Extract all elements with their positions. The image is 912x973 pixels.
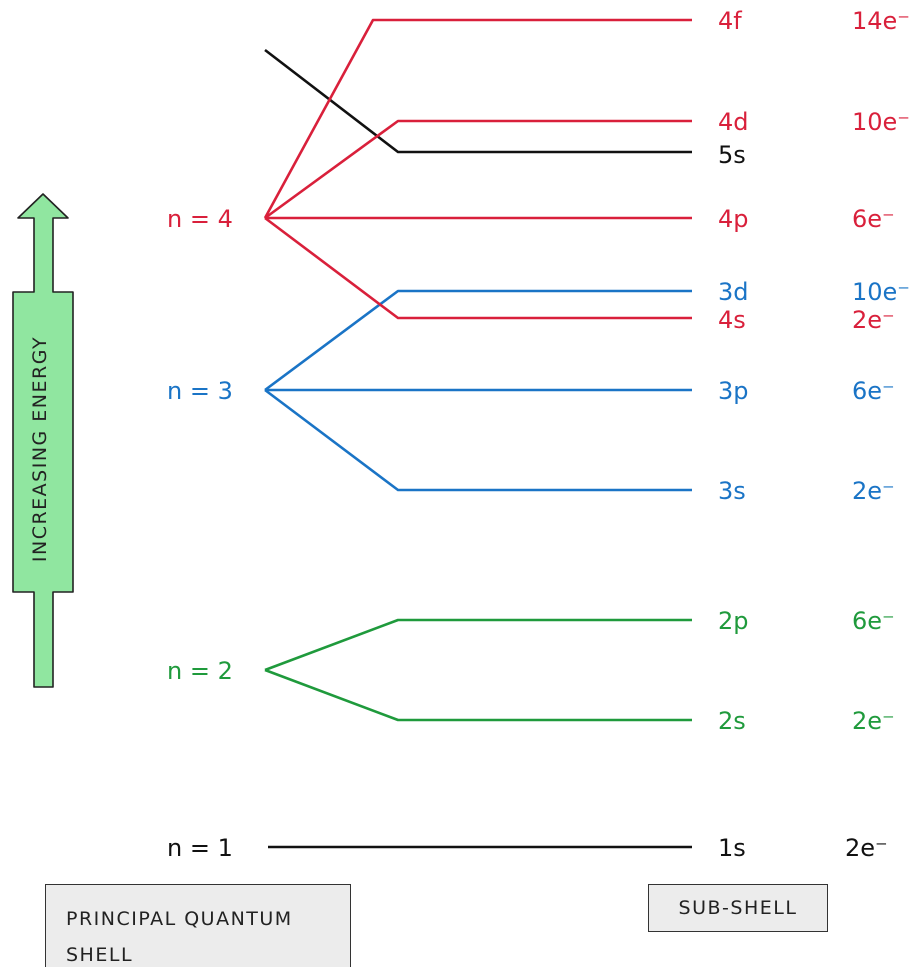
subshell-label-4s: 4s bbox=[718, 306, 746, 334]
principal-quantum-shell-box: PRINCIPAL QUANTUM SHELL bbox=[45, 884, 351, 967]
electron-count-3d: 10e⁻ bbox=[852, 278, 910, 306]
subshell-label-2p: 2p bbox=[718, 607, 749, 635]
subshell-label-4d: 4d bbox=[718, 108, 749, 136]
electron-count-4d: 10e⁻ bbox=[852, 108, 910, 136]
principal-box-line-1: PRINCIPAL QUANTUM bbox=[66, 908, 293, 930]
electron-count-3s: 2e⁻ bbox=[852, 477, 895, 505]
subshell-label-1s: 1s bbox=[718, 834, 746, 862]
shell-3-lines bbox=[264, 289, 692, 492]
electron-count-4p: 6e⁻ bbox=[852, 205, 895, 233]
increasing-energy-label: INCREASING ENERGY bbox=[29, 335, 51, 563]
subshell-label-4f: 4f bbox=[718, 7, 742, 35]
subshell-label-3d: 3d bbox=[718, 278, 749, 306]
shell-2-lines bbox=[264, 618, 692, 722]
shell-4-lines bbox=[263, 18, 692, 320]
line-5s bbox=[264, 48, 692, 154]
electron-count-4s: 2e⁻ bbox=[852, 306, 895, 334]
shell-label-n3: n = 3 bbox=[167, 377, 233, 405]
subshell-label-2s: 2s bbox=[718, 707, 746, 735]
subshell-label-3s: 3s bbox=[718, 477, 746, 505]
electron-count-3p: 6e⁻ bbox=[852, 377, 895, 405]
shell-label-n1: n = 1 bbox=[167, 834, 233, 862]
shell-label-n4: n = 4 bbox=[167, 205, 233, 233]
subshell-label-3p: 3p bbox=[718, 377, 749, 405]
increasing-energy-arrow bbox=[12, 193, 74, 688]
subshell-label-5s: 5s bbox=[718, 141, 746, 169]
principal-box-line-2: SHELL bbox=[66, 944, 134, 966]
subshell-label-4p: 4p bbox=[718, 205, 749, 233]
electron-count-1s: 2e⁻ bbox=[845, 834, 888, 862]
electron-count-2p: 6e⁻ bbox=[852, 607, 895, 635]
electron-count-2s: 2e⁻ bbox=[852, 707, 895, 735]
shell-label-n2: n = 2 bbox=[167, 657, 233, 685]
electron-count-4f: 14e⁻ bbox=[852, 7, 910, 35]
sub-shell-box: SUB-SHELL bbox=[648, 884, 828, 932]
